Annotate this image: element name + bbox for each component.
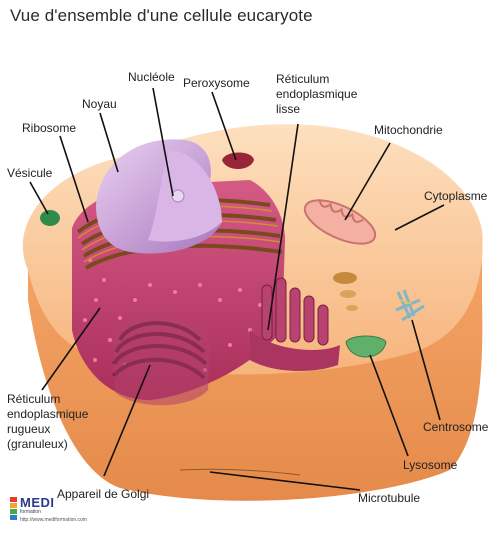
label-reticulum-rugueux: Réticulum endoplasmique rugueux (granule… — [7, 392, 88, 452]
nucleolus-shape — [172, 190, 184, 202]
small-vesicle-2 — [340, 290, 356, 298]
golgi-body — [112, 315, 210, 405]
logo-name: MEDI — [20, 495, 55, 510]
label-peroxysome: Peroxysome — [183, 76, 250, 91]
label-reticulum-lisse: Réticulum endoplasmique lisse — [276, 72, 357, 117]
label-lysosome: Lysosome — [403, 458, 457, 473]
logo-subtitle: formation — [20, 509, 41, 515]
label-cytoplasme: Cytoplasme — [424, 189, 487, 204]
label-vesicule: Vésicule — [7, 166, 52, 181]
label-microtubule: Microtubule — [358, 491, 420, 506]
label-nucleole: Nucléole — [128, 70, 175, 85]
small-vesicle-3 — [346, 305, 358, 311]
logo-mark-icon — [10, 497, 17, 521]
label-ribosome: Ribosome — [22, 121, 76, 136]
label-centrosome: Centrosome — [423, 420, 488, 435]
label-mitochondrie: Mitochondrie — [374, 123, 443, 138]
vesicle-shape — [40, 210, 60, 226]
mediformation-logo: MEDI formation http://www.mediformation.… — [10, 495, 120, 529]
label-noyau: Noyau — [82, 97, 117, 112]
small-vesicle-1 — [333, 272, 357, 284]
logo-url: http://www.mediformation.com — [20, 517, 87, 523]
